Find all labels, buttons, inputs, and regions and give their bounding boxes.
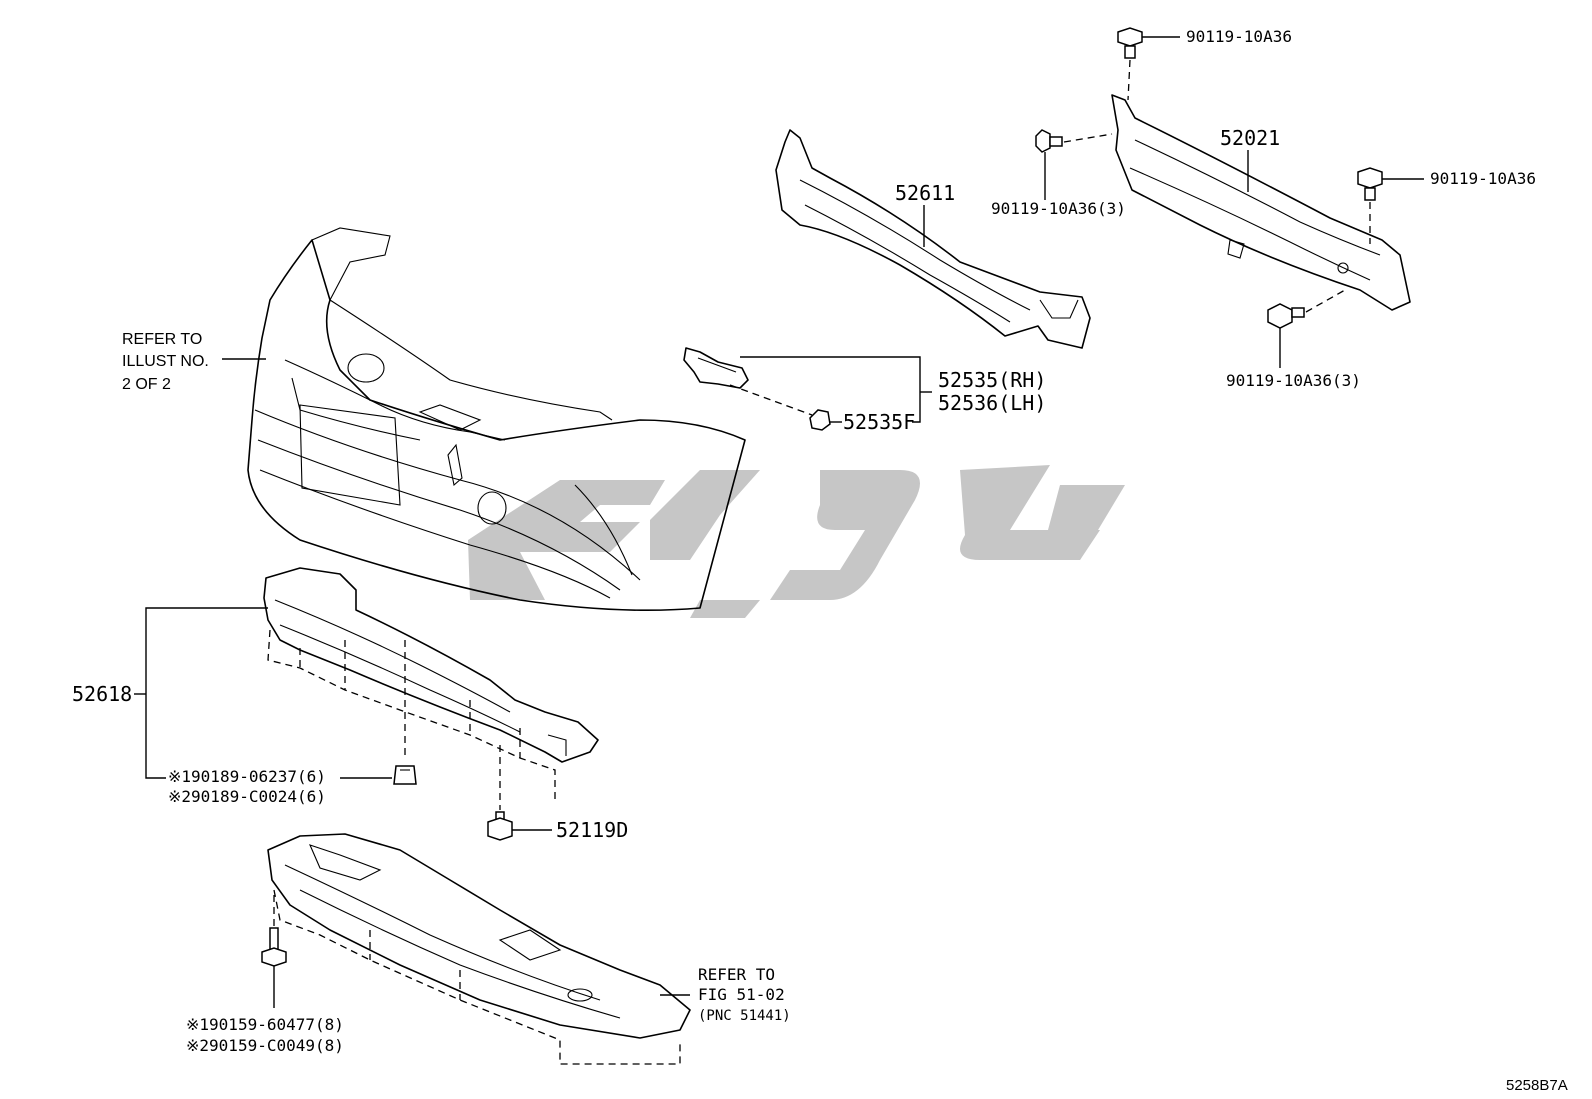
label-bolt-lower: 90119-10A36(3) [1226, 371, 1361, 390]
label-bolt-left: 90119-10A36(3) [991, 199, 1126, 218]
lower-absorber[interactable] [263, 567, 599, 763]
bumper-cover[interactable] [247, 227, 746, 612]
engine-under-cover[interactable] [267, 833, 691, 1039]
label-52618: 52618 [72, 682, 132, 706]
retainer-bracket-leader [740, 356, 921, 423]
cover-ref-line-3: (PNC 51441) [698, 1008, 791, 1024]
lower-absorber-dash [267, 629, 556, 800]
lower-absorber-bracket [145, 607, 268, 779]
label-bolt-right: 90119-10A36 [1430, 169, 1536, 188]
energy-absorber[interactable] [775, 129, 1091, 349]
label-52536-lh: 52536(LH) [938, 391, 1046, 415]
bumper-reinforcement[interactable] [1111, 94, 1411, 311]
label-52535f: 52535F [843, 410, 915, 434]
bumper-ref-line-2: ILLUST NO. [122, 353, 209, 370]
bolt-left-icon[interactable] [1035, 129, 1063, 153]
bolt-left-dash [1063, 133, 1113, 143]
cover-ref-line-2: FIG 51-02 [698, 985, 785, 1004]
bolt-top-dash [1127, 59, 1131, 101]
bumper-ref-line-1: REFER TO [122, 331, 202, 348]
bolt-lower-dash [1305, 289, 1346, 313]
label-screw-2: ※290159-C0049(8) [186, 1036, 344, 1055]
retainer-screw-icon[interactable] [809, 409, 831, 431]
side-retainer[interactable] [683, 347, 749, 389]
label-52021: 52021 [1220, 126, 1280, 150]
watermark-logo [468, 465, 1125, 618]
label-clip-2: ※290189-C0024(6) [168, 787, 326, 806]
clip-icon[interactable] [393, 765, 417, 785]
label-clip-1: ※190189-06237(6) [168, 767, 326, 786]
bolt-52119d-icon[interactable] [487, 811, 513, 841]
bumper-ref-line-3: 2 OF 2 [122, 376, 171, 393]
label-52611: 52611 [895, 181, 955, 205]
screw-icon[interactable] [261, 927, 287, 967]
illustration-id: 5258B7A [1506, 1077, 1568, 1094]
label-bolt-top: 90119-10A36 [1186, 27, 1292, 46]
retainer-screw-dash [729, 384, 813, 416]
bolt-right-icon[interactable] [1357, 167, 1383, 201]
label-screw-1: ※190159-60477(8) [186, 1015, 344, 1034]
label-52119d: 52119D [556, 818, 628, 842]
cover-ref-line-1: REFER TO [698, 965, 775, 984]
bolt-lower-icon[interactable] [1267, 303, 1305, 329]
label-52535-rh: 52535(RH) [938, 368, 1046, 392]
bolt-top-icon[interactable] [1117, 27, 1143, 59]
